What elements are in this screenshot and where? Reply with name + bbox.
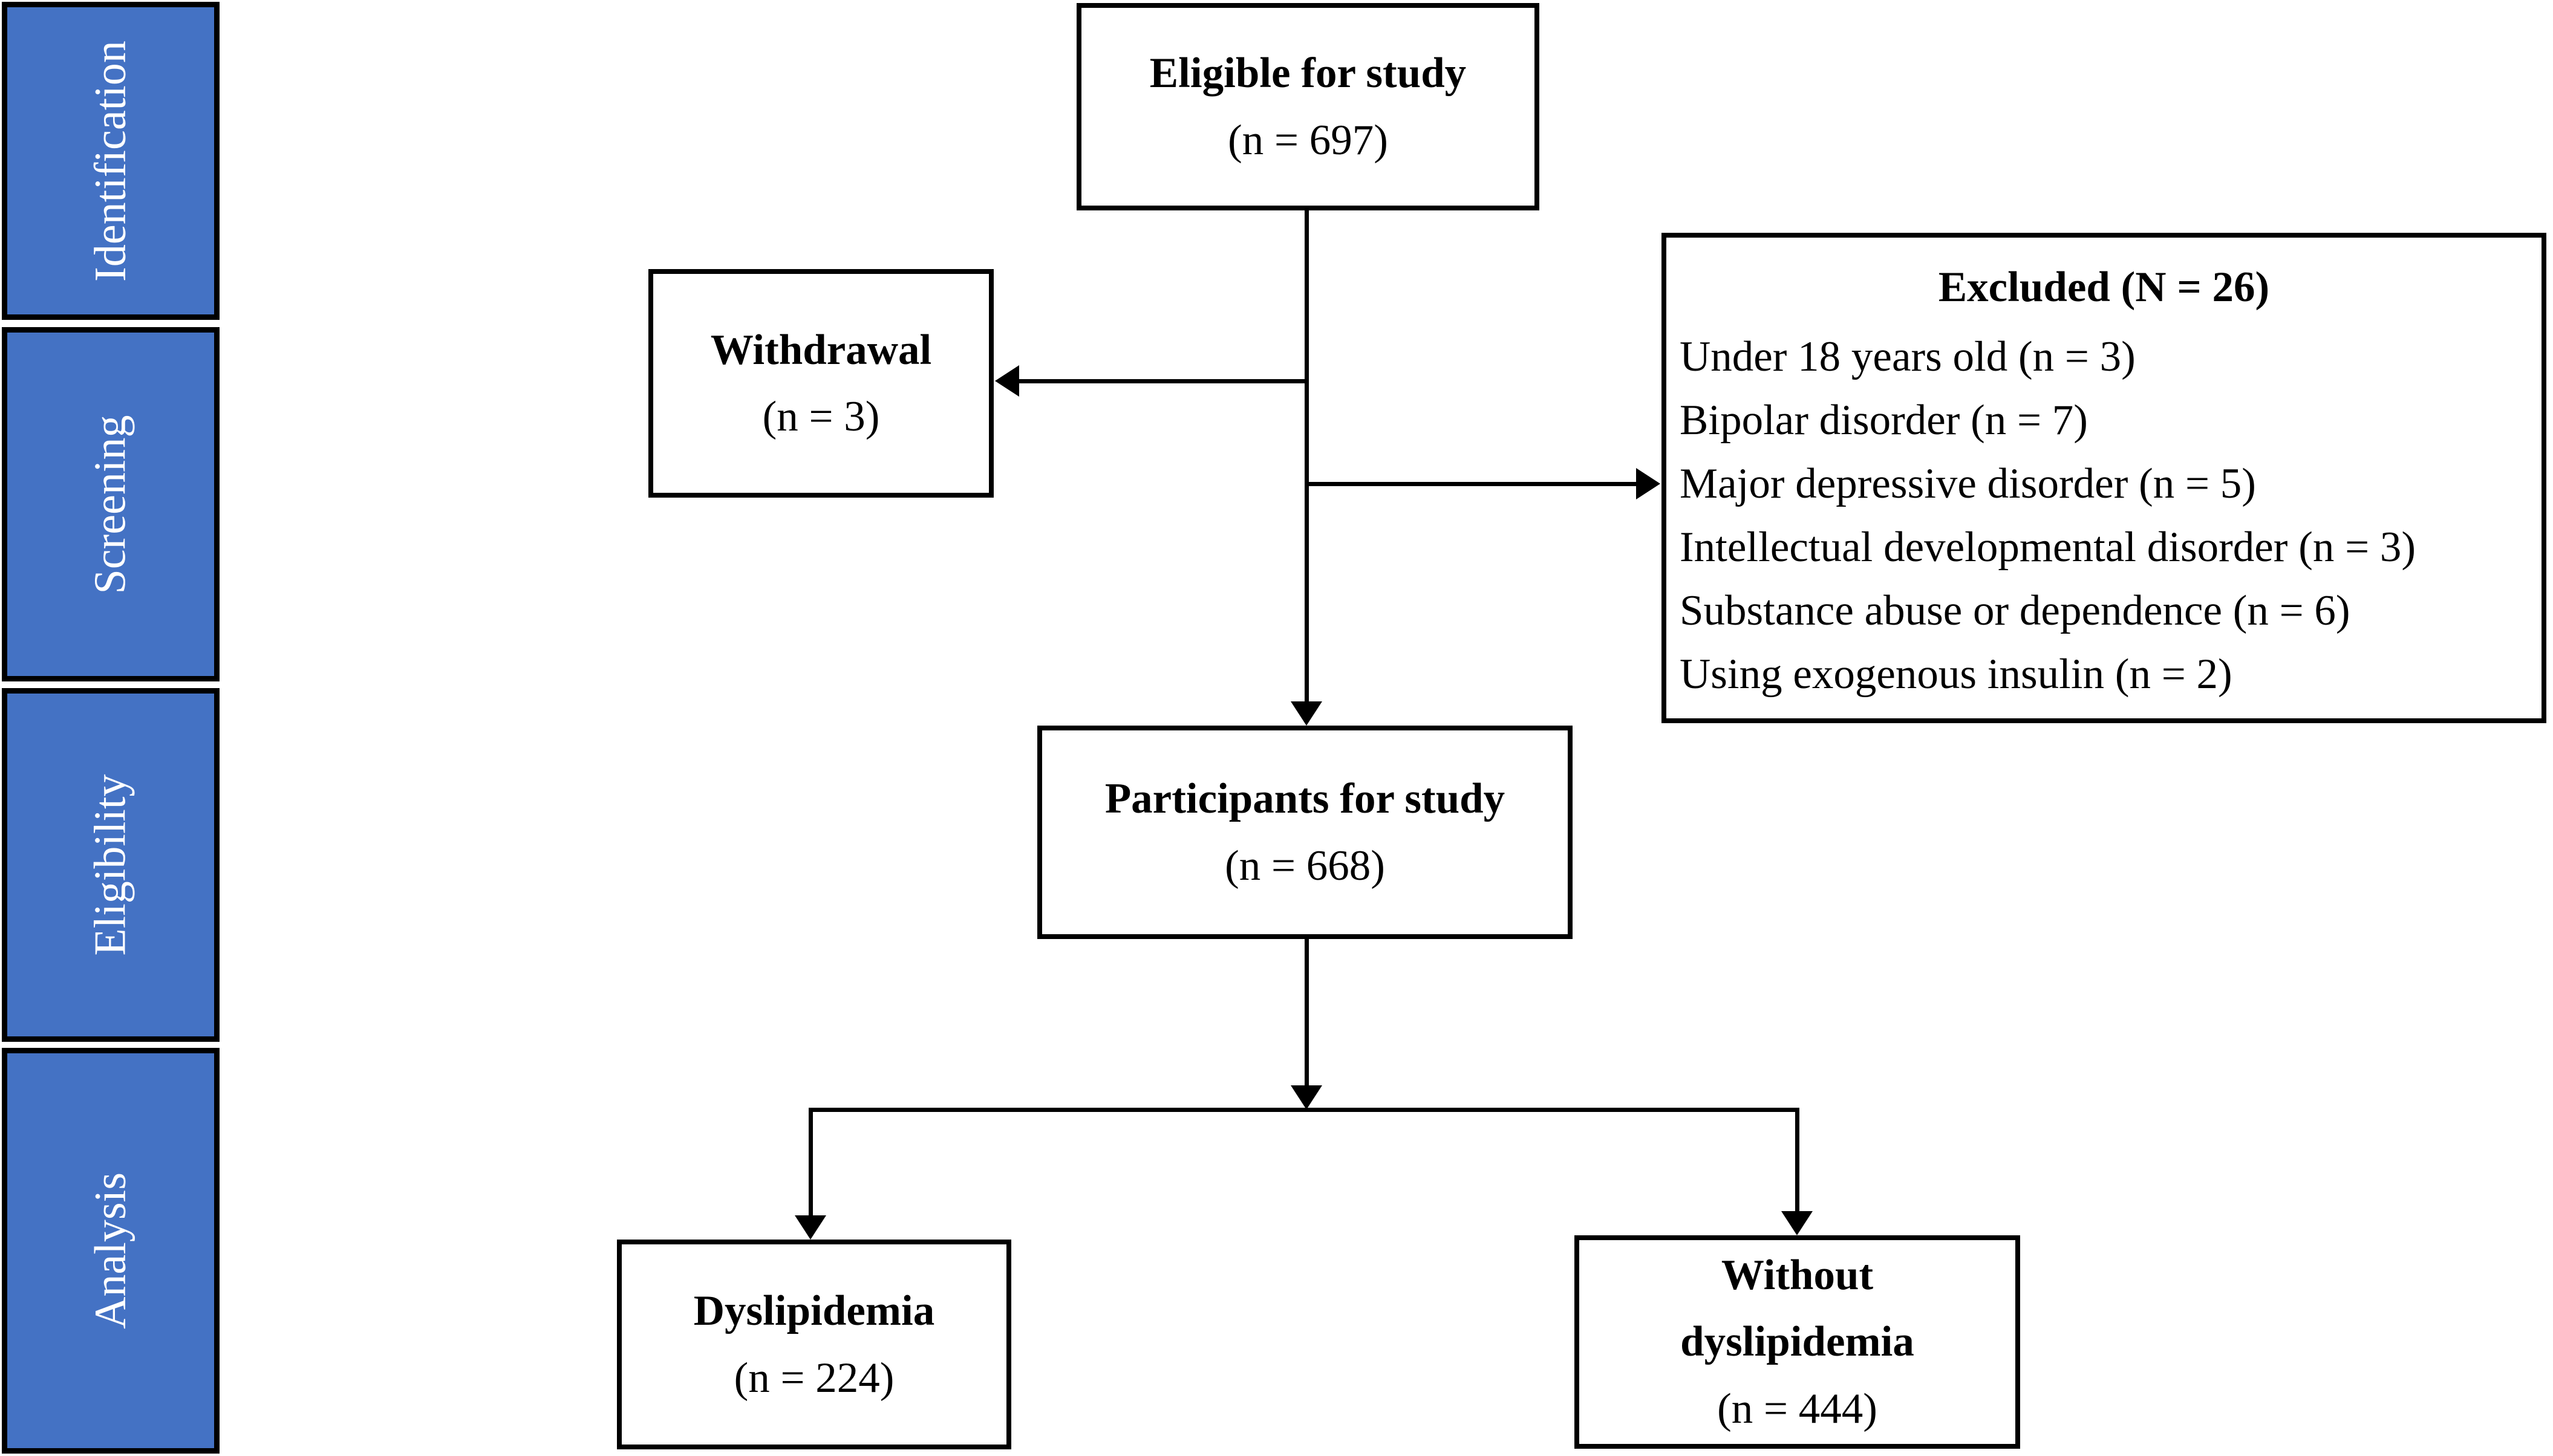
stage-bar-analysis: Analysis xyxy=(2,1048,220,1454)
box-without-count: (n = 444) xyxy=(1717,1385,1877,1432)
box-without-title: Without dyslipidemia xyxy=(1680,1252,1914,1366)
split-line xyxy=(810,1108,1799,1112)
connector-to-dyslipidemia xyxy=(809,1108,813,1215)
box-dyslipidemia-title: Dyslipidemia xyxy=(693,1287,935,1335)
arrowhead-onto-split-line xyxy=(1291,1085,1322,1110)
excluded-item: Under 18 years old (n = 3) xyxy=(1680,333,2136,380)
box-dyslipidemia: Dyslipidemia (n = 224) xyxy=(617,1240,1011,1449)
stage-label-eligibility: Eligibility xyxy=(85,774,135,956)
arrowhead-into-dyslipidemia xyxy=(795,1215,826,1240)
excluded-item: Substance abuse or dependence (n = 6) xyxy=(1680,587,2350,634)
box-eligible-for-study: Eligible for study (n = 697) xyxy=(1077,3,1539,210)
arrowhead-into-without-dyslipidemia xyxy=(1781,1211,1813,1235)
connector-participants-to-split xyxy=(1305,939,1309,1086)
box-participants-count: (n = 668) xyxy=(1225,842,1385,889)
connector-eligible-to-participants xyxy=(1305,210,1309,703)
box-eligible-count: (n = 697) xyxy=(1228,116,1388,164)
box-withdrawal-title: Withdrawal xyxy=(710,326,932,374)
connector-to-withdrawal xyxy=(1019,379,1306,383)
excluded-item: Bipolar disorder (n = 7) xyxy=(1680,397,2088,444)
excluded-item: Using exogenous insulin (n = 2) xyxy=(1680,651,2232,698)
box-excluded-title: Excluded (N = 26) xyxy=(1938,264,2270,311)
excluded-item: Major depressive disorder (n = 5) xyxy=(1680,460,2256,507)
arrowhead-into-withdrawal xyxy=(995,365,1019,397)
connector-to-without-dyslipidemia xyxy=(1795,1108,1799,1211)
box-participants-for-study: Participants for study (n = 668) xyxy=(1037,726,1573,939)
box-dyslipidemia-count: (n = 224) xyxy=(734,1354,895,1402)
box-excluded: Excluded (N = 26) Under 18 years old (n … xyxy=(1661,233,2546,723)
box-participants-title: Participants for study xyxy=(1104,775,1505,823)
stage-bar-eligibility: Eligibility xyxy=(2,688,220,1042)
box-without-dyslipidemia: Without dyslipidemia (n = 444) xyxy=(1574,1235,2020,1449)
stage-label-identification: Identification xyxy=(85,40,135,282)
stage-label-analysis: Analysis xyxy=(85,1172,135,1329)
arrowhead-into-excluded xyxy=(1636,468,1660,499)
stage-label-screening: Screening xyxy=(85,415,135,594)
connector-to-excluded xyxy=(1306,482,1636,486)
excluded-item: Intellectual developmental disorder (n =… xyxy=(1680,524,2416,571)
stage-bar-identification: Identification xyxy=(2,2,220,320)
arrowhead-into-participants xyxy=(1291,701,1322,726)
stage-bar-screening: Screening xyxy=(2,327,220,681)
box-withdrawal-count: (n = 3) xyxy=(762,393,880,440)
box-withdrawal: Withdrawal (n = 3) xyxy=(648,269,994,498)
box-eligible-title: Eligible for study xyxy=(1149,50,1467,97)
